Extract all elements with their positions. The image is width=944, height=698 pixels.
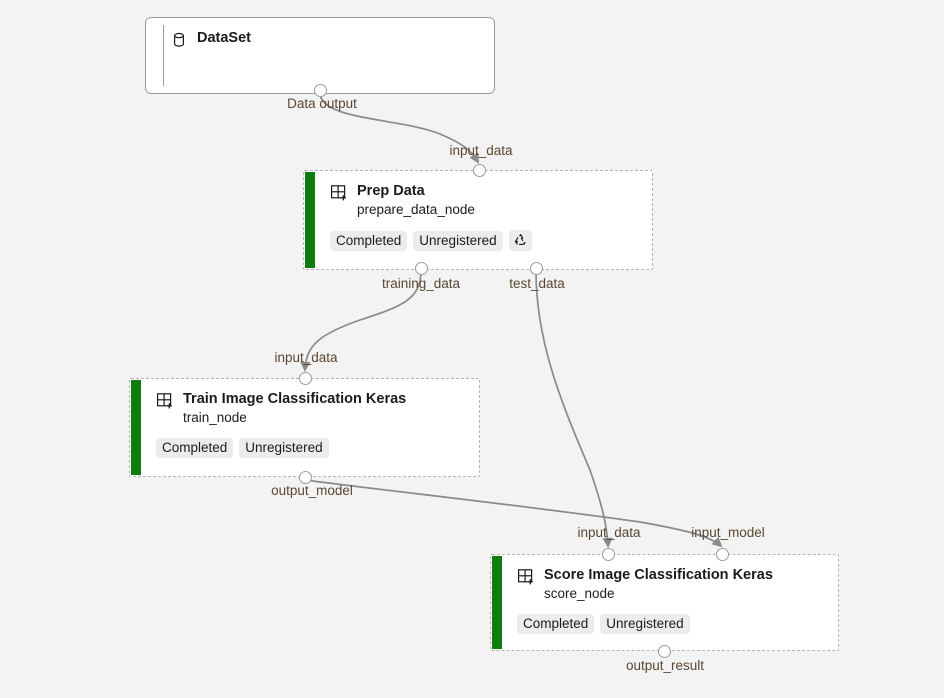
port-label-dataset_out: Data output <box>287 96 357 111</box>
status-badge-registration[interactable]: Unregistered <box>413 230 503 251</box>
node-subtitle: score_node <box>544 585 615 601</box>
status-badge-completed[interactable]: Completed <box>156 438 234 459</box>
node-body: Score Image Classification Keras score_no… <box>491 555 838 650</box>
node-header: Prep Data prepare_data_node <box>330 183 642 217</box>
node-subtitle: train_node <box>183 409 247 425</box>
recycle-icon <box>513 232 528 250</box>
port-prep_out_training[interactable] <box>414 261 428 275</box>
node-body: DataSet <box>146 18 494 93</box>
node-title-group: Train Image Classification Keras train_no… <box>183 391 406 425</box>
port-label-prep_out_training: training_data <box>381 276 461 291</box>
node-title: Train Image Classification Keras <box>183 391 407 407</box>
grid-plus-icon <box>156 392 174 410</box>
port-label-train_in: input_data <box>274 350 338 365</box>
edge-e3[interactable] <box>535 270 613 549</box>
grid-plus-icon <box>517 568 535 586</box>
port-dataset_out[interactable] <box>313 83 327 97</box>
port-train_in[interactable] <box>298 371 312 385</box>
node-divider-line <box>163 25 164 86</box>
node-title: Prep Data <box>357 183 425 199</box>
node-status-accent-bar <box>492 556 502 649</box>
grid-plus-icon <box>330 184 348 202</box>
node-header: DataSet <box>170 30 484 49</box>
node-title-group: Prep Data prepare_data_node <box>357 183 475 217</box>
status-badge-registration[interactable]: Unregistered <box>600 614 690 635</box>
port-label-train_out: output_model <box>271 483 353 498</box>
status-badge-completed[interactable]: Completed <box>330 230 408 251</box>
database-icon <box>170 31 188 49</box>
port-label-score_in_model: input_model <box>691 525 765 540</box>
port-train_out[interactable] <box>298 470 312 484</box>
node-header: Score Image Classification Keras score_no… <box>517 567 828 601</box>
port-label-score_in_data: input_data <box>577 525 641 540</box>
node-status-accent-bar <box>305 172 315 268</box>
port-prep_out_test[interactable] <box>529 261 543 275</box>
status-badge-registration[interactable]: Unregistered <box>239 438 329 459</box>
status-badge-completed[interactable]: Completed <box>517 614 595 635</box>
node-title: Score Image Classification Keras <box>544 567 773 583</box>
node-title-group: Score Image Classification Keras score_no… <box>544 567 773 601</box>
node-dataset[interactable]: DataSet <box>145 17 495 94</box>
edge-e4[interactable] <box>304 479 723 548</box>
node-header: Train Image Classification Keras train_no… <box>156 391 469 425</box>
port-score_in_data[interactable] <box>601 547 615 561</box>
port-score_out[interactable] <box>657 644 671 658</box>
node-score_node[interactable]: Score Image Classification Keras score_no… <box>490 554 839 651</box>
node-body: Train Image Classification Keras train_no… <box>130 379 479 476</box>
node-train_node[interactable]: Train Image Classification Keras train_no… <box>129 378 480 477</box>
node-title: DataSet <box>197 30 251 46</box>
port-label-prep_out_test: test_data <box>509 276 565 291</box>
node-subtitle: prepare_data_node <box>357 201 475 217</box>
port-prep_in[interactable] <box>472 163 486 177</box>
node-status-accent-bar <box>131 380 141 475</box>
port-score_in_model[interactable] <box>715 547 729 561</box>
port-label-score_out: output_result <box>625 658 705 673</box>
port-label-prep_in: input_data <box>449 143 513 158</box>
node-title-group: DataSet <box>197 30 251 47</box>
reuse-badge[interactable] <box>508 230 532 252</box>
